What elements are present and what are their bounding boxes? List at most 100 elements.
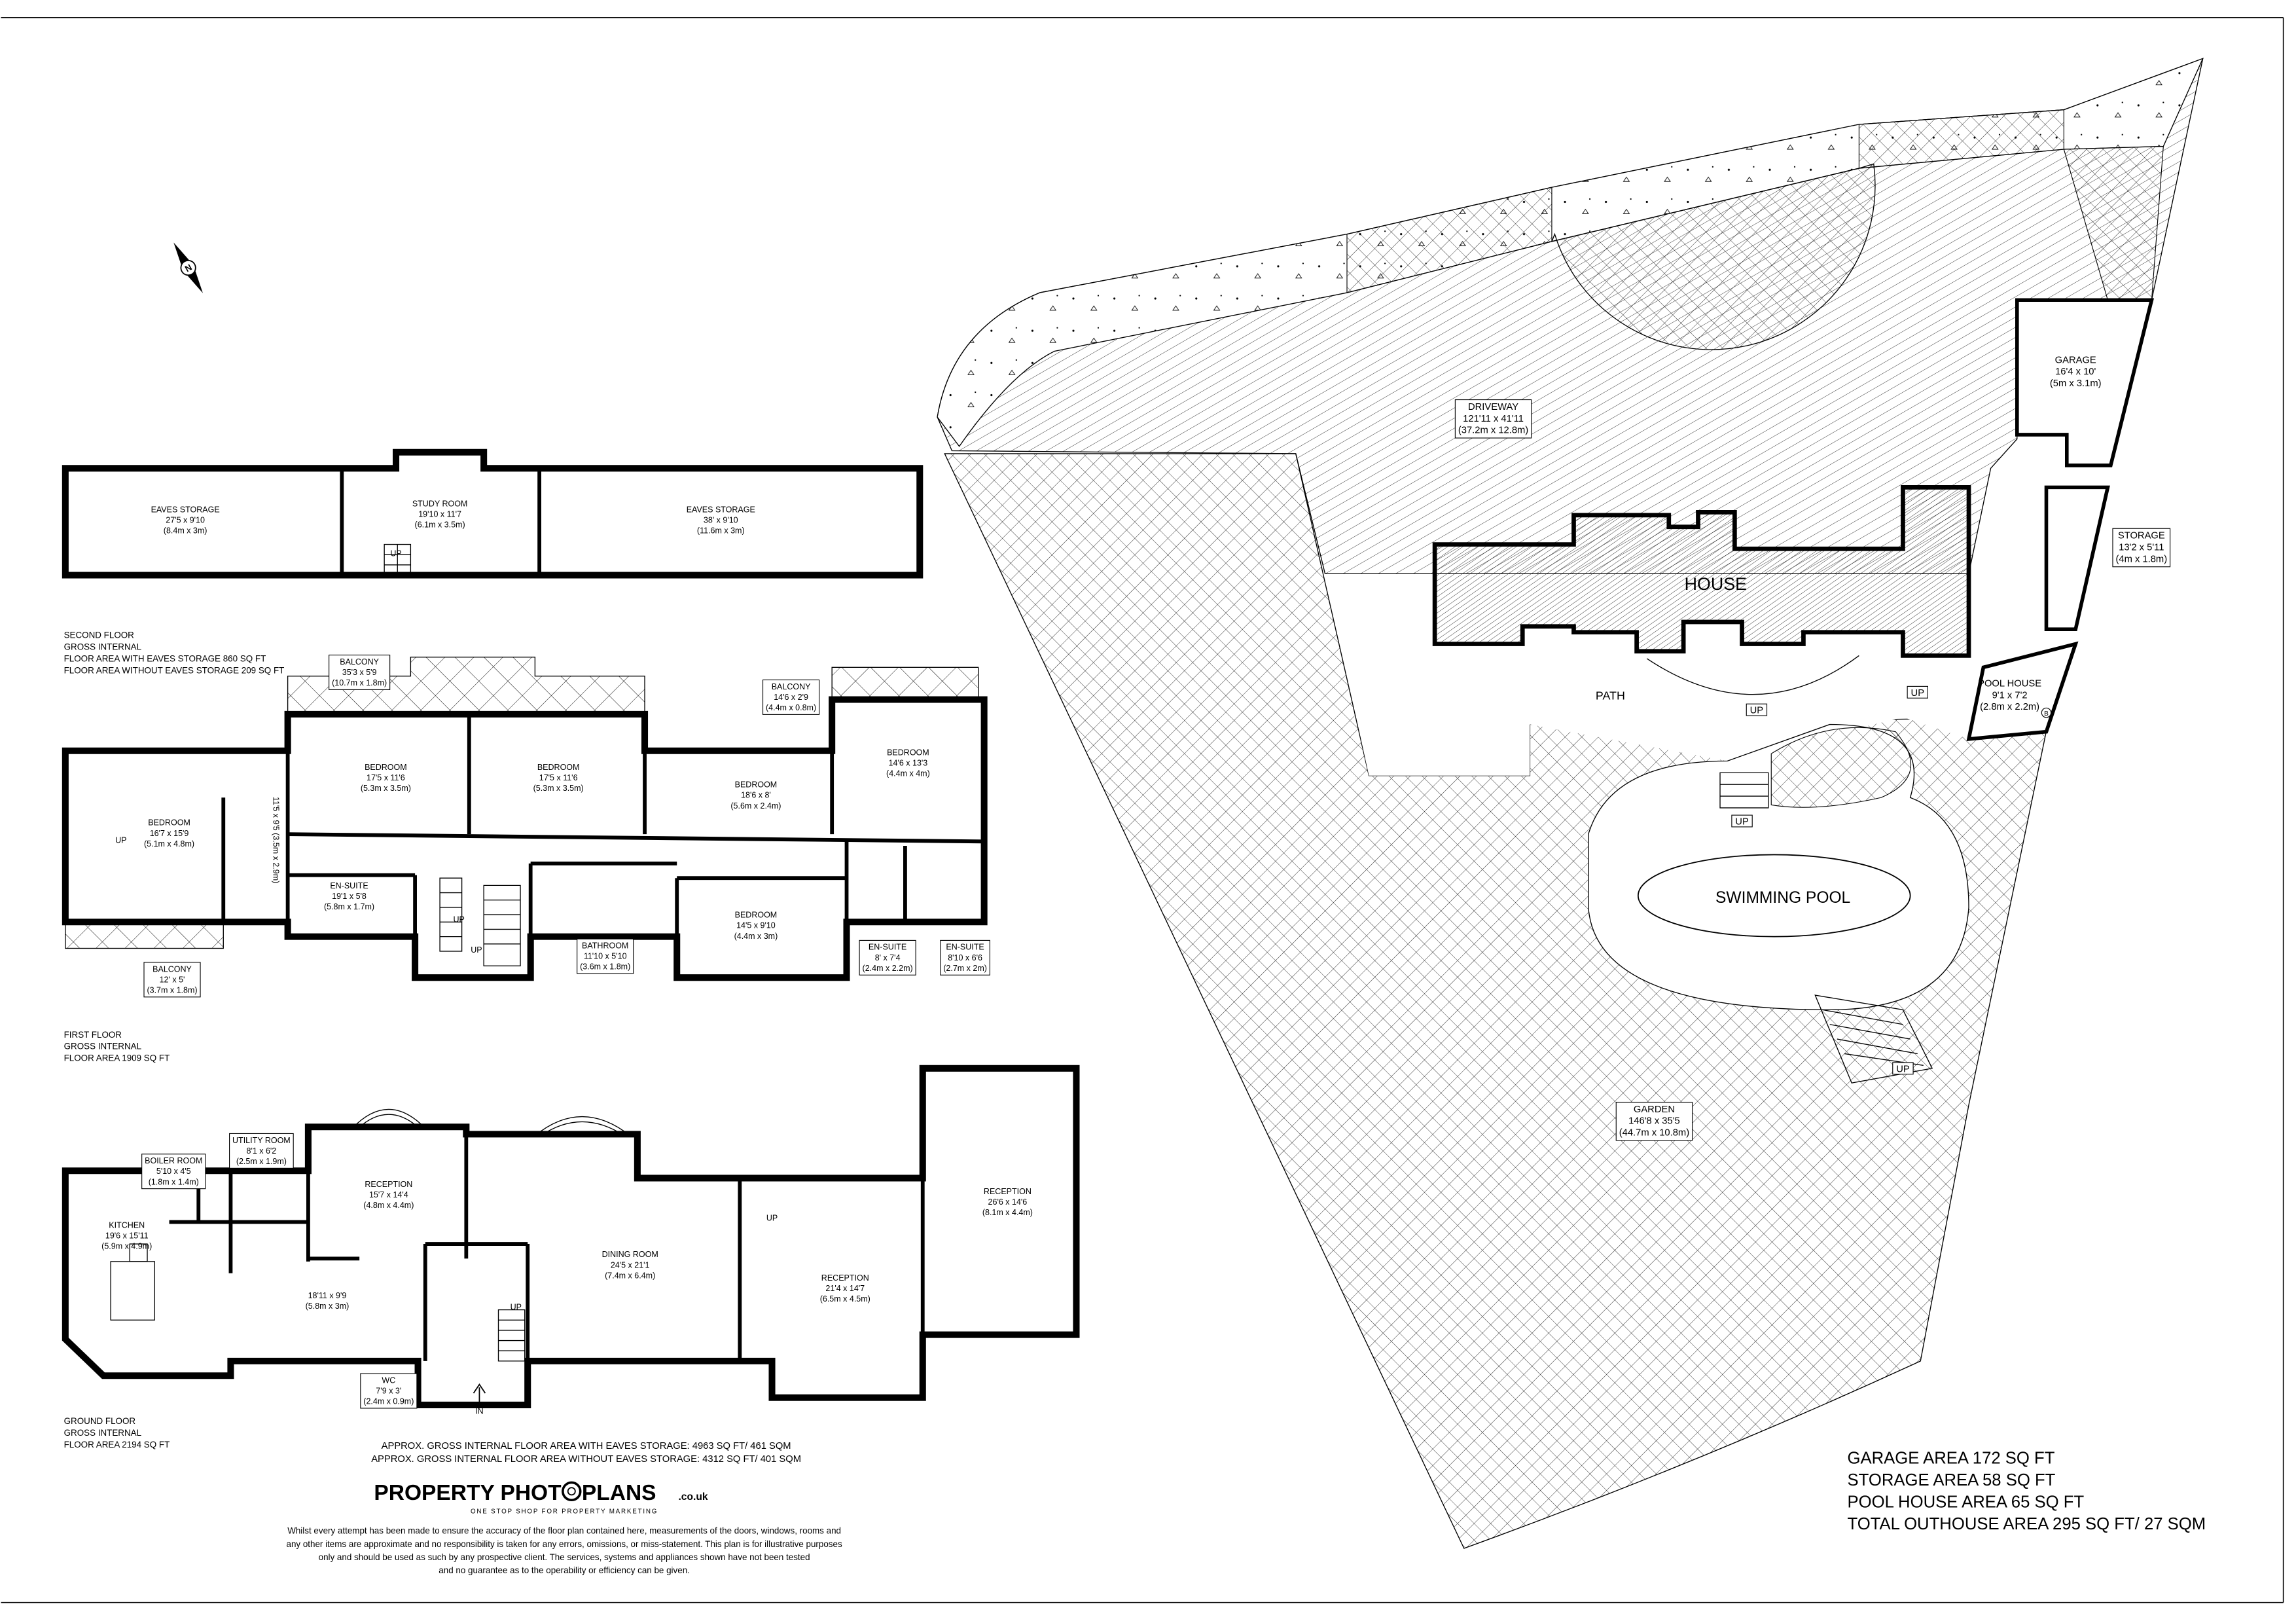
room-dimension: (44.7m x 10.8m) <box>1619 1128 1689 1139</box>
north-compass-icon: N <box>173 242 203 293</box>
note-line: FIRST FLOOR <box>64 1030 122 1040</box>
disclaimer-line: Whilst every attempt has been made to en… <box>287 1526 841 1536</box>
camera-lens-icon <box>562 1481 582 1502</box>
room-dimension: 146'8 x 35'5 <box>1628 1116 1680 1127</box>
stair-up-label: UP <box>511 1303 522 1312</box>
label-box <box>143 962 201 998</box>
room-dimension: 8' x 7'4 <box>875 953 901 962</box>
label-box <box>1454 399 1532 439</box>
room-dimension: 21'4 x 14'7 <box>825 1284 865 1293</box>
room-dimension: 12' x 5' <box>160 975 185 984</box>
up-label: UP <box>1750 706 1764 716</box>
room-dimension: 19'1 x 5'8 <box>332 892 367 901</box>
swimming-pool <box>1637 854 1911 938</box>
room-dimension: 16'4 x 10' <box>2055 367 2096 377</box>
disclaimer: Whilst every attempt has been made to en… <box>287 1526 842 1575</box>
garage-building <box>2015 298 2155 467</box>
room-name: RECEPTION <box>365 1180 412 1189</box>
room-dimension: (5.6m x 2.4m) <box>730 801 781 811</box>
room-name: UTILITY ROOM <box>232 1136 291 1145</box>
room-name: BEDROOM <box>887 748 929 757</box>
room-name: EN-SUITE <box>330 881 368 890</box>
room-name: BATHROOM <box>582 941 628 951</box>
disclaimer-line: only and should be used as such by any p… <box>319 1552 810 1562</box>
label-box <box>1615 1101 1693 1141</box>
logo-text-left: PROPERTY PHOT <box>374 1481 562 1505</box>
landing-dimension: 11'5 x 9'5 (3.5m x 2.9m) <box>271 797 280 883</box>
room-name: STUDY ROOM <box>412 499 468 508</box>
up-label: UP <box>1735 817 1749 828</box>
note-line: FLOOR AREA 2194 SQ FT <box>64 1440 170 1450</box>
room-dimension: (37.2m x 12.8m) <box>1458 426 1528 436</box>
outhouse-area-line: POOL HOUSE AREA 65 SQ FT <box>1847 1493 2084 1511</box>
room-dimension: 17'5 x 11'6 <box>367 773 405 782</box>
label-box <box>577 938 634 974</box>
note-line: FLOOR AREA WITHOUT EAVES STORAGE 209 SQ … <box>64 665 285 675</box>
room-name: BEDROOM <box>365 763 407 772</box>
room-dimension: 9'1 x 7'2 <box>1992 690 2028 701</box>
outhouse-area-line: STORAGE AREA 58 SQ FT <box>1847 1471 2055 1489</box>
room-dimension: (5.3m x 3.5m) <box>533 784 584 793</box>
second-floor-notes: SECOND FLOOR GROSS INTERNAL FLOOR AREA W… <box>64 630 285 676</box>
ground-floor-notes: GROUND FLOOR GROSS INTERNAL FLOOR AREA 2… <box>64 1416 170 1450</box>
room-name: WC <box>382 1376 395 1385</box>
room-dimension: (6.5m x 4.5m) <box>820 1294 870 1304</box>
entrance-arrow-icon <box>473 1383 486 1402</box>
label-box <box>360 1373 418 1409</box>
room-dimension: (5m x 3.1m) <box>2050 378 2102 389</box>
room-dimension: 26'6 x 14'6 <box>988 1197 1028 1207</box>
room-name: POOL HOUSE <box>1978 678 2041 689</box>
room-dimension: 14'5 x 9'10 <box>736 921 776 930</box>
room-name: EN-SUITE <box>869 943 906 952</box>
label-box <box>229 1133 294 1169</box>
balcony-right <box>831 666 979 701</box>
room-dimension: (2.5m x 1.9m) <box>236 1157 287 1166</box>
room-dimension: 19'10 x 11'7 <box>418 510 461 519</box>
outhouse-area-line: GARAGE AREA 172 SQ FT <box>1847 1449 2054 1467</box>
room-label-gf-wc: WC7'9 x 3'(2.4m x 0.9m) <box>360 1373 418 1409</box>
room-dimension: (4.4m x 4m) <box>886 769 930 778</box>
turning-circle <box>1551 163 1876 350</box>
room-label-gf-hall: 18'11 x 9'9(5.8m x 3m) <box>306 1291 350 1311</box>
room-dimension: 8'1 x 6'2 <box>246 1146 276 1156</box>
room-name: GARAGE <box>2055 355 2096 365</box>
room-dimension: 18'6 x 8' <box>741 791 771 800</box>
label-box <box>2112 528 2171 568</box>
room-dimension: (8.4m x 3m) <box>164 526 207 536</box>
room-name: 18'11 x 9'9 <box>308 1291 347 1300</box>
room-name: GARDEN <box>1634 1104 1675 1115</box>
room-dimension: (7.4m x 6.4m) <box>605 1271 655 1280</box>
note-line: SECOND FLOOR <box>64 630 135 640</box>
room-name: DINING ROOM <box>602 1250 658 1259</box>
room-dimension: (2.4m x 2.2m) <box>863 964 913 973</box>
balcony-bottom <box>65 921 224 949</box>
note-line: GROSS INTERNAL <box>64 1042 142 1051</box>
note-line: FLOOR AREA WITH EAVES STORAGE 860 SQ FT <box>64 653 266 663</box>
room-dimension: (4.8m x 4.4m) <box>363 1201 414 1210</box>
room-dimension: 5'10 x 4'5 <box>156 1167 191 1176</box>
room-dimension: (1.8m x 1.4m) <box>149 1177 199 1186</box>
room-name: BEDROOM <box>735 911 778 920</box>
label-box <box>329 654 391 690</box>
room-dimension: (5.3m x 3.5m) <box>361 784 411 793</box>
outhouse-areas: GARAGE AREA 172 SQ FT STORAGE AREA 58 SQ… <box>1847 1449 2206 1533</box>
disclaimer-line: any other items are approximate and no r… <box>287 1539 842 1549</box>
site-up-markers: UP UP UP UP <box>1731 685 1928 1074</box>
second-floor-plan <box>62 448 924 579</box>
first-floor-plan <box>62 657 988 981</box>
label-box <box>940 939 990 976</box>
room-dimension: 19'6 x 15'11 <box>105 1231 149 1241</box>
